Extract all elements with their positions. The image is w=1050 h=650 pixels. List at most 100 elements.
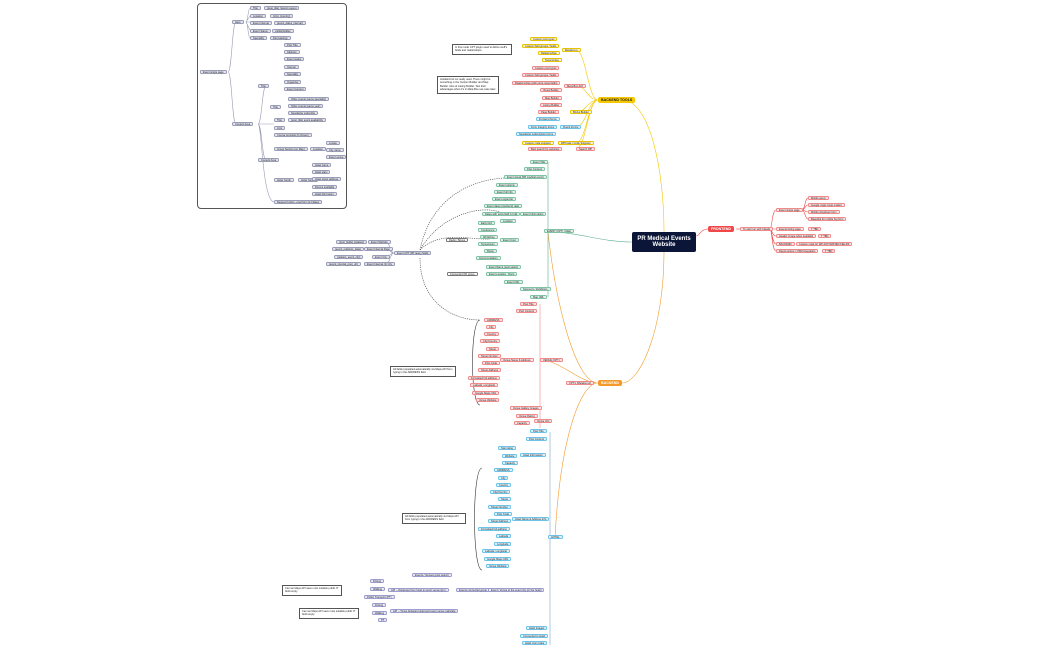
button-other-year[interactable]: Other events (same year) <box>288 104 324 108</box>
branch-backend[interactable]: BACKEND <box>598 380 622 386</box>
top-organizer[interactable]: Organizer <box>284 80 302 84</box>
tools-search-wp[interactable]: Search WP <box>576 147 596 151</box>
hotel-formatted[interactable]: Formatted full address <box>478 527 510 531</box>
group-location[interactable]: Location <box>310 147 326 151</box>
event-cpt[interactable]: EVENT (CPT) / Main <box>544 229 575 233</box>
hero-title[interactable]: Title <box>250 6 261 10</box>
aio-fields[interactable]: Custom field groups / fields <box>522 73 560 77</box>
metabox-cpt[interactable]: Custom post types <box>530 37 558 41</box>
hotel-card-rooms[interactable]: Rooms available <box>312 185 338 189</box>
venue-post-code[interactable]: Post Code <box>482 361 501 365</box>
hotel-room-rates[interactable]: Hotel room rates <box>522 641 548 645</box>
cost-room[interactable]: Room <box>484 249 497 253</box>
frontend-depot[interactable]: Depot picture / OSM integration <box>776 249 819 253</box>
top-event-content[interactable]: Event Content <box>284 87 307 91</box>
docs-event-name[interactable]: Event Name (post select) <box>486 265 522 269</box>
hotel-post-content[interactable]: Post Content <box>526 437 547 441</box>
frontend-header-image[interactable]: Header image when available <box>776 234 817 238</box>
venue-country[interactable]: Country <box>484 332 500 336</box>
venue-street-number[interactable]: Street Number <box>478 354 501 358</box>
venue-info[interactable]: Venue Info <box>534 419 553 423</box>
hotel-address[interactable]: ADDRESS <box>494 468 513 472</box>
group-locate[interactable]: Locate <box>326 141 340 145</box>
tools-fluent-forms[interactable]: Fluent Forms <box>560 125 582 129</box>
hotel-city-country[interactable]: City/Country <box>490 490 511 494</box>
distance-group[interactable]: Events connected group <box>456 588 490 592</box>
venue-capacity[interactable]: Capacity <box>514 421 531 425</box>
single-hero[interactable]: Hero <box>232 20 244 24</box>
venue-gallery[interactable]: Venue Gallery Images <box>510 406 542 410</box>
mode2-driving[interactable]: Driving <box>372 603 387 607</box>
mode-driving[interactable]: Driving <box>370 579 385 583</box>
content-title[interactable]: Title <box>274 118 285 122</box>
venue-city-country[interactable]: City/Country <box>480 339 501 343</box>
event-map-url[interactable]: Map URL <box>530 295 547 299</box>
hotel-cpt[interactable]: HOTEL <box>548 535 563 539</box>
event-location[interactable]: Location <box>500 219 516 223</box>
hero-location[interactable]: Location <box>250 14 266 18</box>
hero-status[interactable]: Event Status <box>250 29 271 33</box>
top-address[interactable]: Address <box>284 50 300 54</box>
hotel-street-address[interactable]: Street Address <box>488 519 512 523</box>
venue-street-address[interactable]: Street Address <box>478 368 502 372</box>
event-dates-bulk[interactable]: Dates with extra field in bulk <box>482 212 521 216</box>
hotel-city[interactable]: City <box>498 476 509 480</box>
metabox-taxonomies[interactable]: Taxonomies <box>542 58 562 62</box>
top-event-status[interactable]: Event status <box>284 57 305 61</box>
docs-event-url[interactable]: Event URL <box>504 280 523 284</box>
tools-wpcode[interactable]: WPCode / Code Snippets <box>558 141 594 145</box>
single-content-area[interactable]: Content Area <box>232 122 254 126</box>
venue-street[interactable]: Street <box>486 347 499 351</box>
hotel-card-address[interactable]: Hotel street address <box>312 177 342 181</box>
cost-conference[interactable]: Conference <box>478 228 498 232</box>
hotel-venue-website[interactable]: Venue Website <box>486 564 510 568</box>
aio-cpt[interactable]: Custom post types <box>532 66 560 70</box>
fluent-newsletter[interactable]: Newsletter subscription forms <box>516 132 557 136</box>
venue-post-content[interactable]: Post Content <box>516 309 537 313</box>
venue-post-title[interactable]: Post Title <box>520 302 537 306</box>
top-interval[interactable]: Interval <box>284 65 299 69</box>
venue-city[interactable]: City <box>486 325 497 329</box>
auto-right-2[interactable]: Event City <box>372 255 390 259</box>
distance-api-1[interactable]: API -- Distances from hotel to event ven… <box>388 588 449 592</box>
venue-cpt[interactable]: VENUE (CPT) <box>540 358 563 362</box>
cost-symposium[interactable]: Symposium <box>478 242 498 246</box>
top-speciality[interactable]: Speciality <box>284 72 302 76</box>
aio-listing[interactable]: Listing Builder <box>540 103 563 107</box>
metabox-relationships[interactable]: Relationships <box>538 51 560 55</box>
hotel-maps-url[interactable]: Google Maps URL <box>484 557 512 561</box>
hotel-post-code[interactable]: Post Code <box>494 512 513 516</box>
tools-bricks[interactable]: Bricks Builder <box>570 110 592 114</box>
single-mobile-query[interactable]: Mobile query <box>808 196 829 200</box>
venue-address-group[interactable]: Venue Name & Address <box>500 358 534 362</box>
button-newsletter[interactable]: Newsletter subscribe <box>288 111 319 115</box>
backend-hub[interactable]: CPT's (Metabox.io) <box>566 381 595 385</box>
venue-address[interactable]: ADDRESS <box>484 318 503 322</box>
hotel-country[interactable]: Country <box>496 483 512 487</box>
auto-right-0[interactable]: Event Website <box>368 240 391 244</box>
cost-accommodation[interactable]: Accommodation <box>476 256 501 260</box>
hero-speciality[interactable]: Speciality <box>250 36 268 40</box>
wpcode-snippets[interactable]: Custom code snippets <box>522 141 554 145</box>
distance-api-2[interactable]: API -- Times between Hotel and event ven… <box>390 609 459 613</box>
hotel-card-stars[interactable]: Hotel stars <box>312 170 331 174</box>
single-mobile-form[interactable]: Beautiful for mobile big form <box>808 217 847 221</box>
fluent-integrity[interactable]: Form Integrity forms <box>528 125 558 129</box>
auto-right-3[interactable]: Event Internal (1) City <box>364 262 396 266</box>
group-event-venue[interactable]: Event venue <box>326 155 347 159</box>
frontend-hub[interactable]: To start run with Claude <box>740 227 774 231</box>
docs-event-location[interactable]: Event Location <box>486 272 510 276</box>
venue-latlng[interactable]: Latitude, Longitude <box>470 383 499 387</box>
cost-early-bird[interactable]: Early bird <box>478 221 495 225</box>
aio-page[interactable]: Page Builder <box>538 110 559 114</box>
event-visual[interactable]: Event visual (PR medical event) <box>504 175 547 179</box>
event-post-content[interactable]: Post Content <box>524 167 545 171</box>
branch-backend-tools[interactable]: BACKEND TOOLS <box>598 97 636 103</box>
hotel-address-group[interactable]: Hotel Name & Address Info <box>512 517 550 521</box>
hotel-latitude[interactable]: Latitude <box>496 534 512 538</box>
hotel-connected[interactable]: Connected to Hotel <box>520 634 549 638</box>
hotel-cards-group[interactable]: Hotel Cards <box>274 178 294 182</box>
venue-formatted[interactable]: Formatted full address <box>468 376 500 380</box>
event-dates[interactable]: Event dates (start/end) date <box>484 204 523 208</box>
hotel-images[interactable]: Hotel Images <box>526 626 548 630</box>
